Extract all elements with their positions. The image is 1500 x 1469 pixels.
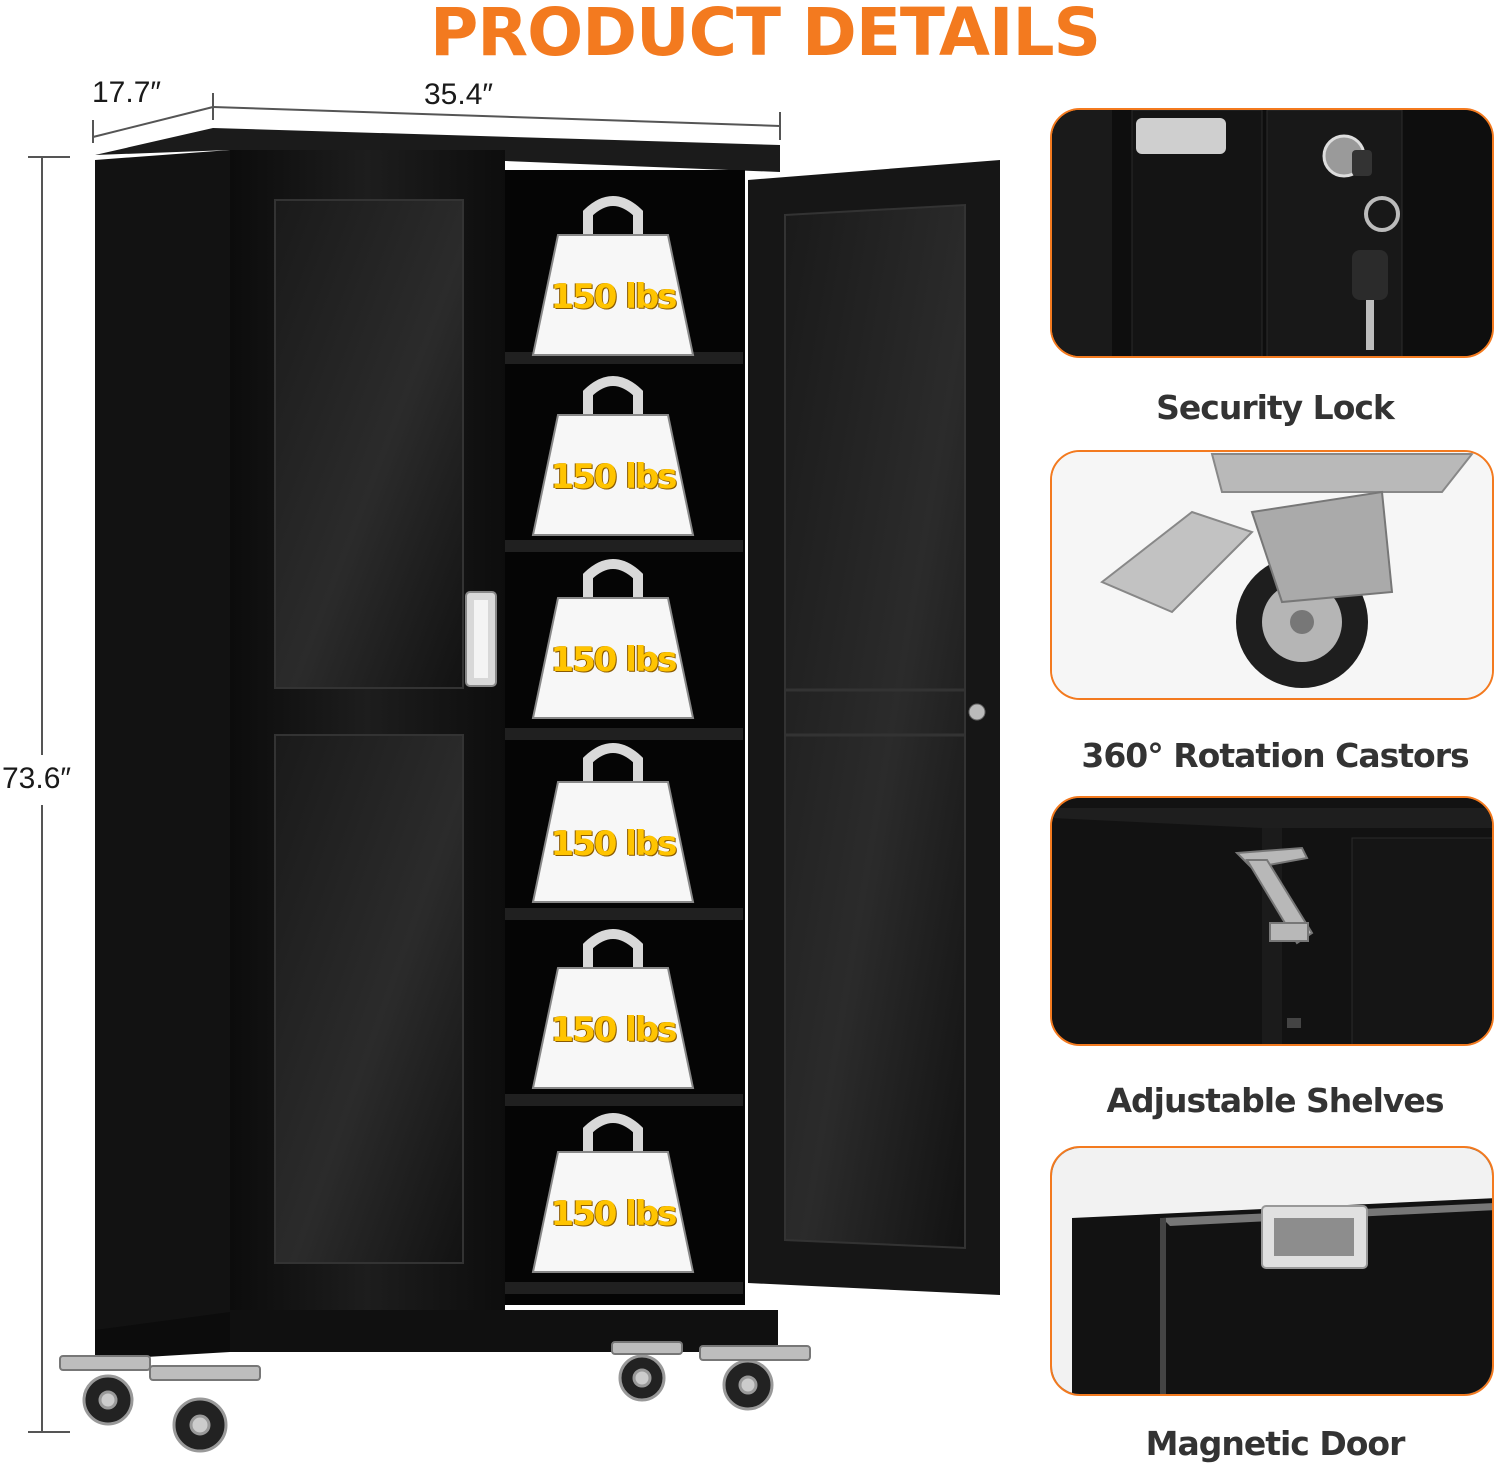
weight-icon bbox=[531, 929, 695, 1089]
weight-label: 150 lbs bbox=[550, 640, 677, 680]
feature-image-castors bbox=[1050, 450, 1494, 700]
weight-block: 150 lbs bbox=[528, 558, 698, 723]
door-handle-icon bbox=[1261, 1205, 1368, 1269]
weight-label: 150 lbs bbox=[550, 277, 677, 317]
page-title: PRODUCT DETAILS bbox=[429, 0, 1101, 71]
feature-label-magnetic-door: Magnetic Door bbox=[1145, 1424, 1406, 1463]
weight-icon bbox=[531, 559, 695, 719]
shelf-clip-icon bbox=[1234, 846, 1314, 945]
weight-label: 150 lbs bbox=[550, 824, 677, 864]
weight-block: 150 lbs bbox=[528, 1112, 698, 1277]
feature-image-security-lock bbox=[1050, 108, 1494, 358]
feature-label-security-lock: Security Lock bbox=[1156, 388, 1395, 427]
weight-block: 150 lbs bbox=[528, 742, 698, 907]
storage-cabinet: 150 lbs 150 lbs 150 lbs 150 lbs 150 lbs 150 l… bbox=[59, 128, 1000, 1453]
weight-icon bbox=[531, 1113, 695, 1273]
weight-icon bbox=[531, 196, 695, 356]
weight-label: 150 lbs bbox=[550, 1194, 677, 1234]
weight-icon bbox=[531, 376, 695, 536]
dimension-depth: 17.7″ bbox=[92, 76, 162, 109]
weight-block: 150 lbs bbox=[528, 928, 698, 1093]
key-lock-icon bbox=[1322, 134, 1400, 350]
weight-icon bbox=[531, 743, 695, 903]
weight-block: 150 lbs bbox=[528, 375, 698, 540]
feature-image-shelves bbox=[1050, 796, 1494, 1046]
weight-label: 150 lbs bbox=[550, 457, 677, 497]
feature-image-magnetic-door bbox=[1050, 1146, 1494, 1396]
dimension-width: 35.4″ bbox=[424, 78, 494, 111]
dimension-height: 73.6″ bbox=[2, 762, 72, 795]
weight-block: 150 lbs bbox=[528, 195, 698, 360]
caster-wheel-icon bbox=[82, 1354, 774, 1453]
feature-label-castors: 360° Rotation Castors bbox=[1081, 736, 1469, 775]
weight-label: 150 lbs bbox=[550, 1010, 677, 1050]
feature-label-shelves: Adjustable Shelves bbox=[1106, 1081, 1445, 1120]
